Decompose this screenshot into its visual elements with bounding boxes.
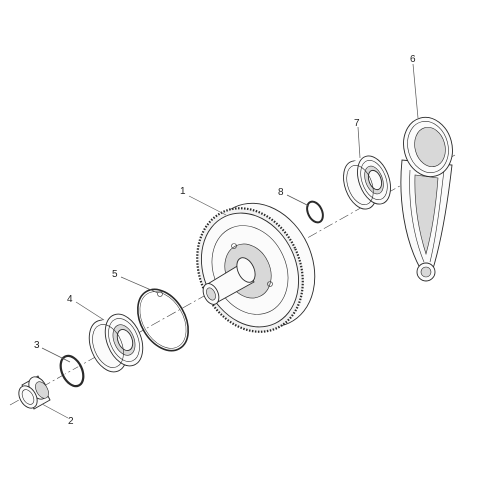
part-3-snap-ring [59,354,85,388]
leader-lines [41,63,419,419]
part-2-needle-bearing [18,375,51,410]
part-5-large-ring [136,288,190,352]
part-6-connecting-rod [400,116,453,282]
part-1-gear-with-shaft [196,202,316,333]
part-7-ball-bearing [343,155,391,210]
callout-6: 6 [410,54,416,65]
callout-4: 4 [67,294,73,305]
callout-5: 5 [112,269,118,280]
callout-7: 7 [354,118,360,129]
callout-2: 2 [68,416,74,427]
callout-8: 8 [278,187,284,198]
part-8-snap-ring [306,200,324,224]
callout-labels: 1 2 3 4 5 6 7 8 [34,54,416,427]
callout-1: 1 [180,186,186,197]
part-4-ball-bearing [88,313,144,373]
callout-3: 3 [34,340,40,351]
